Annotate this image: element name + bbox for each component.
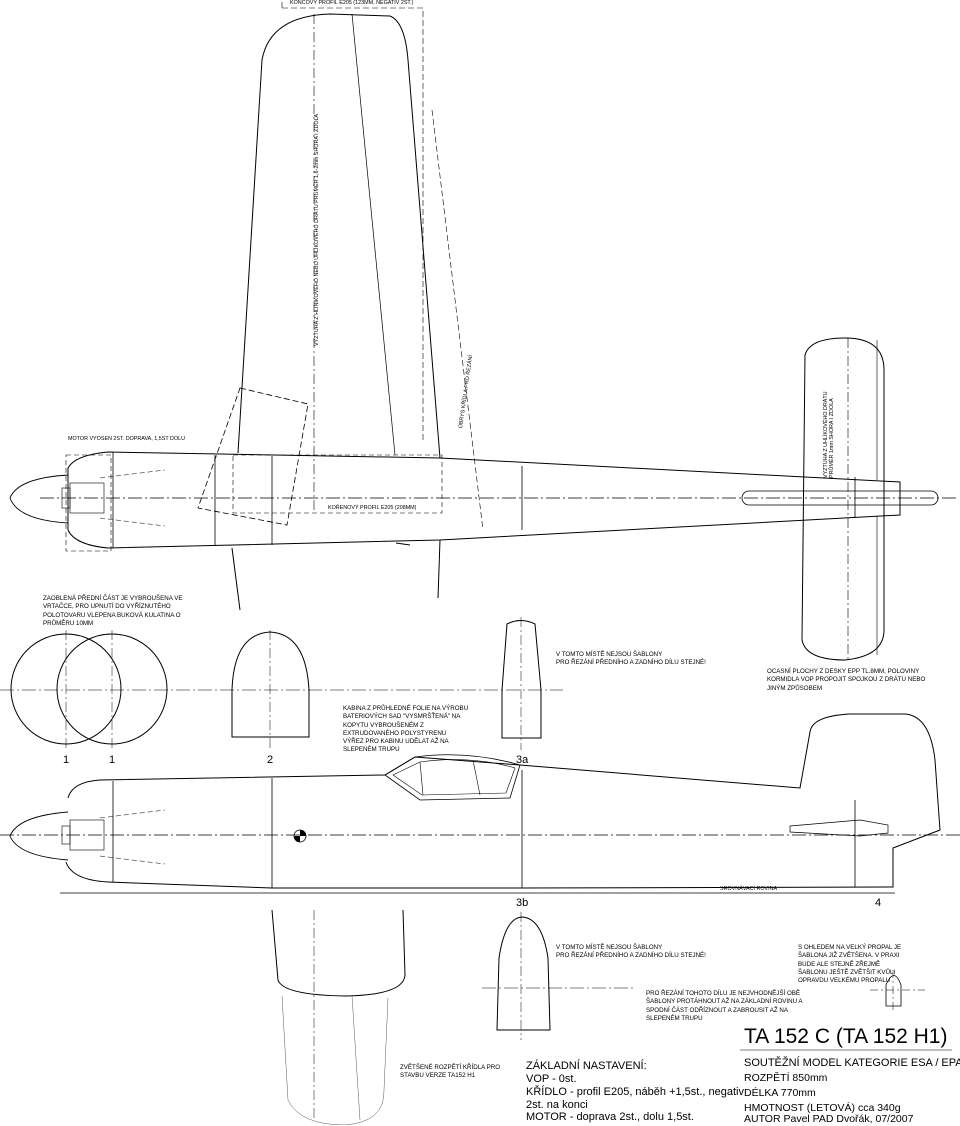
setup-motor: MOTOR - doprava 2st., dolu 1,5st. [526, 1111, 694, 1123]
canopy-side [384, 754, 521, 801]
top-view [9, 0, 958, 661]
spinner-top [9, 474, 69, 524]
wing-cutting-outline [431, 109, 484, 531]
wing-upper-panel [237, 13, 441, 459]
datum-note: SROVNÁVACÍ ROVINA [720, 886, 778, 892]
spec-length: DÉLKA 770mm [744, 1087, 816, 1099]
tip-profile-frame [281, 0, 424, 440]
spec-mass: HMOTNOST (LETOVÁ) cca 340g [744, 1102, 901, 1114]
section-3a [501, 620, 542, 739]
span-note: ZVĚTŠENÉ ROZPĚTÍ KŘÍDLA PRO STAVBU VERZE… [400, 1064, 501, 1080]
station-4-label: 4 [875, 897, 882, 909]
setup-wing-2: 2st. na konci [526, 1099, 588, 1111]
setup-vop: VOP - 0st. [526, 1073, 577, 1085]
tail-wire-note: VÝZTUHA Z UHLÍKOVÉHO DRÁTU PRŮMĚR 1mm SH… [823, 391, 836, 478]
templates-note-top: V TOMTO MÍSTĚ NEJSOU ŠABLONY PRO ŘEZÁNÍ … [556, 651, 706, 667]
tail-joiner [741, 490, 939, 506]
canopy-note: KABINA Z PRŮHLEDNÉ FOLIE NA VÝROBU BATER… [343, 705, 469, 738]
station-1a-label: 1 [63, 754, 70, 766]
propeller-template [885, 975, 902, 1007]
fuselage-side-outline [65, 713, 941, 889]
wing-spar-line [351, 13, 396, 456]
canopy-cutout-note: VÝŘEZ PRO KABINU UDĚLAT AŽ NA SLEPENÉM T… [343, 738, 449, 754]
motor-note: MOTOR VYOSEN 2ST. DOPRAVA, 1,5ST DOLU [68, 436, 186, 442]
enlarged-wing-panel [281, 995, 389, 1125]
setup-heading: ZÁKLADNÍ NASTAVENÍ: [526, 1060, 647, 1072]
wing-lower-stub [231, 539, 441, 611]
drawing-title: TA 152 C (TA 152 H1) [744, 1025, 948, 1048]
station-1b-label: 1 [109, 754, 116, 766]
wing-lower-panel [271, 909, 406, 997]
fuselage-top-outline [67, 451, 901, 549]
root-profile-note: KOŘENOVÝ PROFIL E205 (208MM) [328, 505, 417, 511]
section-3b [496, 916, 551, 1031]
propeller-note: S OHLEDEM NA VELKÝ PROPAL JE ŠABLONA JIŽ… [798, 944, 902, 985]
station-3b-label: 3b [516, 897, 529, 909]
side-view [0, 713, 960, 894]
setup-wing: KŘÍDLO - profil E205, náběh +1,5st., neg… [526, 1086, 744, 1098]
lower-parts [271, 909, 952, 1125]
tip-profile-note: KONCOVÝ PROFIL E205 (123MM, NEGATIV 2ST.… [290, 0, 414, 6]
fuselage-cross-sections [0, 617, 563, 750]
templates-note-bottom: V TOMTO MÍSTĚ NEJSOU ŠABLONY PRO ŘEZÁNÍ … [556, 944, 706, 960]
horizontal-tail-top [801, 337, 885, 661]
drawing-author: AUTOR Pavel PAD Dvořák, 07/2007 [744, 1113, 914, 1125]
spinner-side [9, 811, 69, 861]
drawing-category: SOUTĚŽNÍ MODEL KATEGORIE ESA / EPA [744, 1057, 960, 1069]
station-3a-label: 3a [516, 754, 529, 766]
section-2 [231, 631, 310, 738]
tail-surfaces-note: OCASNÍ PLOCHY Z DESKY EPP TL.8MM, POLOVI… [767, 668, 926, 692]
cutting-note: PRO ŘEZÁNÍ TOHOTO DÍLU JE NEJVHODNĚJŠÍ O… [646, 990, 803, 1023]
nose-note: ZAOBLENÁ PŘEDNÍ ČÁST JE VYBROUŠENA VE VR… [43, 595, 183, 628]
wing-template-outline [197, 387, 309, 526]
wing-wire-note: VÝZTUHA Z HLINÍKOVÉHO NEBO UHLÍKOVÉHO DR… [314, 113, 320, 346]
station-2-label: 2 [267, 754, 274, 766]
spec-span: ROZPĚTÍ 850mm [744, 1072, 828, 1084]
root-profile-frame [232, 454, 443, 514]
